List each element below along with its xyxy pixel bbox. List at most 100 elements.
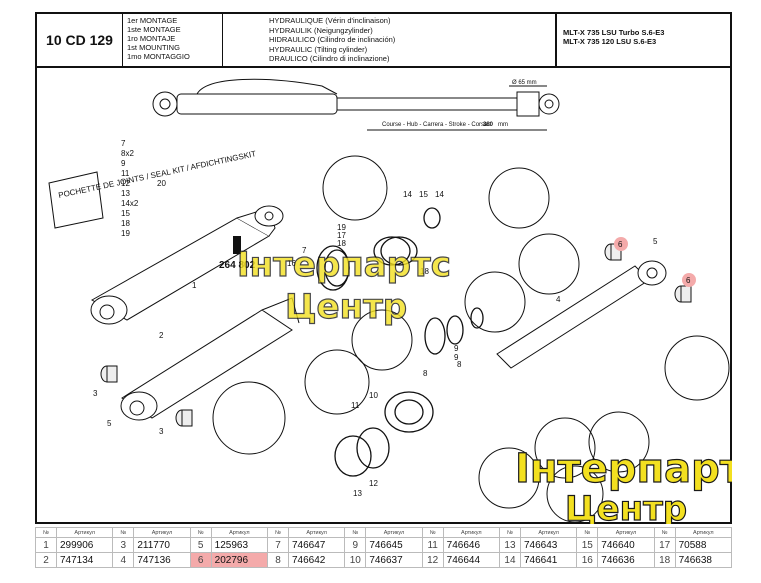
part-number: 3 — [112, 537, 135, 553]
watermark-corner: Інтерпартс Центр — [514, 445, 732, 524]
column-header: Артикул — [55, 527, 114, 538]
callout: 17 — [337, 231, 346, 240]
part-article[interactable]: 746638 — [674, 552, 733, 568]
callout: 6 — [618, 240, 623, 249]
part-article[interactable]: 747134 — [55, 552, 114, 568]
cylinder-body-2 — [120, 297, 300, 421]
callout: 7 — [302, 246, 307, 255]
detail-circles — [212, 155, 730, 523]
montage-line: 1er MONTAGE — [127, 16, 178, 25]
column-header: № — [576, 527, 599, 538]
part-article[interactable]: 746644 — [442, 552, 500, 568]
column-header: Артикул — [442, 527, 500, 538]
column-header: Артикул — [674, 527, 733, 538]
part-number: 5 — [189, 537, 212, 553]
part-article[interactable]: 125963 — [210, 537, 268, 553]
part-article-highlighted[interactable]: 202796 — [210, 552, 268, 568]
bushings — [100, 243, 692, 427]
montage-labels: 1er MONTAGE 1ste MONTAGE 1ro MONTAJE 1st… — [123, 14, 223, 66]
part-number: 12 — [421, 552, 444, 568]
part-article[interactable]: 746647 — [287, 537, 346, 553]
column-header: № — [498, 527, 521, 538]
callout: 15 — [419, 190, 428, 199]
kit-number: 12 — [121, 179, 130, 188]
kit-number: 7 — [121, 139, 126, 148]
parts-table: № Артикул № Артикул № Артикул № Артикул … — [35, 527, 733, 568]
callout: 19 — [337, 223, 346, 232]
part-article[interactable]: 746645 — [365, 537, 423, 553]
part-article[interactable]: 746643 — [519, 537, 578, 553]
part-number: 9 — [344, 537, 367, 553]
highlight-marker — [682, 273, 696, 287]
callout: 3 — [93, 389, 98, 398]
kit-number: 19 — [121, 229, 130, 238]
part-article[interactable]: 747136 — [133, 552, 191, 568]
callout: 1 — [192, 281, 197, 290]
column-header: № — [35, 527, 57, 538]
parts-header-row: № Артикул № Артикул № Артикул № Артикул … — [35, 527, 733, 538]
kit-number: 13 — [121, 189, 130, 198]
column-header: Артикул — [519, 527, 578, 538]
part-number: 11 — [421, 537, 444, 553]
cylinder-body-1 — [90, 205, 284, 325]
section-title-line: DRAULICO (Cilindro di inclinazione) — [269, 54, 390, 64]
callout: 18 — [337, 239, 346, 248]
column-header: № — [189, 527, 212, 538]
part-number: 14 — [498, 552, 521, 568]
stroke-value: 380 — [483, 122, 494, 128]
exploded-diagram: Ø 65 mm Course - Hub - Carrera - Stroke … — [48, 78, 732, 524]
part-article[interactable]: 746636 — [597, 552, 655, 568]
column-header: Артикул — [133, 527, 191, 538]
part-article[interactable]: 211770 — [133, 537, 191, 553]
part-article[interactable]: 746642 — [287, 552, 346, 568]
part-number: 13 — [498, 537, 521, 553]
kit-number: 8x2 — [121, 149, 134, 158]
part-number: 15 — [576, 537, 599, 553]
callout: 14 — [403, 190, 412, 199]
column-header: Артикул — [597, 527, 655, 538]
part-number: 16 — [576, 552, 599, 568]
callout: 10 — [369, 391, 378, 400]
highlight-marker — [614, 237, 628, 251]
column-header: Артикул — [287, 527, 346, 538]
part-number: 18 — [653, 552, 676, 568]
part-article[interactable]: 70588 — [674, 537, 733, 553]
part-article[interactable]: 299906 — [55, 537, 114, 553]
callout: 9 — [454, 353, 459, 362]
callout: 5 — [653, 237, 658, 246]
montage-line: 1ro MONTAJE — [127, 34, 176, 43]
part-number: 10 — [344, 552, 367, 568]
column-header: № — [112, 527, 135, 538]
column-header: Артикул — [365, 527, 423, 538]
part-article[interactable]: 746646 — [442, 537, 500, 553]
callout: 6 — [686, 276, 691, 285]
montage-line: 1st MOUNTING — [127, 43, 180, 52]
callout: 20 — [157, 179, 166, 188]
part-number: 8 — [266, 552, 289, 568]
section-title-line: HYDRAULIQUE (Vérin d'inclinaison) — [269, 16, 391, 25]
sheet-header: 10 CD 129 1er MONTAGE 1ste MONTAGE 1ro M… — [37, 14, 730, 68]
cylinder-overview — [152, 78, 560, 131]
stroke-label: Course - Hub - Carrera - Stroke - Corsa … — [382, 122, 491, 128]
sheet-code: 10 CD 129 — [37, 14, 123, 66]
part-number-highlighted: 6 — [189, 552, 212, 568]
part-article[interactable]: 746641 — [519, 552, 578, 568]
callout: 13 — [353, 489, 362, 498]
watermark-center: Інтерпартс Центр — [236, 244, 451, 327]
callouts: 1 2 3 3 4 5 5 6 6 7 8 9 10 11 12 13 14 1… — [93, 179, 696, 498]
piston-rod — [496, 260, 667, 369]
kit-number: 14x2 — [121, 199, 139, 208]
section-title-line: HYDRAULIK (Neigungzylinder) — [269, 25, 373, 35]
seal-rings — [316, 207, 484, 477]
watermark-text: Інтерпартс — [515, 446, 732, 492]
diameter-label: Ø 65 mm — [512, 80, 537, 86]
part-article[interactable]: 746640 — [597, 537, 655, 553]
kit-number-list: 7 8x2 9 11 12 13 14x2 15 18 19 — [121, 139, 139, 238]
callout: 3 — [159, 427, 164, 436]
model-name: MLT-X 735 120 LSU S.6-E3 — [563, 37, 657, 46]
callout: 8 — [423, 369, 428, 378]
part-article[interactable]: 746637 — [365, 552, 423, 568]
seal-kit-box — [48, 171, 104, 229]
montage-line: 1ste MONTAGE — [127, 25, 181, 34]
